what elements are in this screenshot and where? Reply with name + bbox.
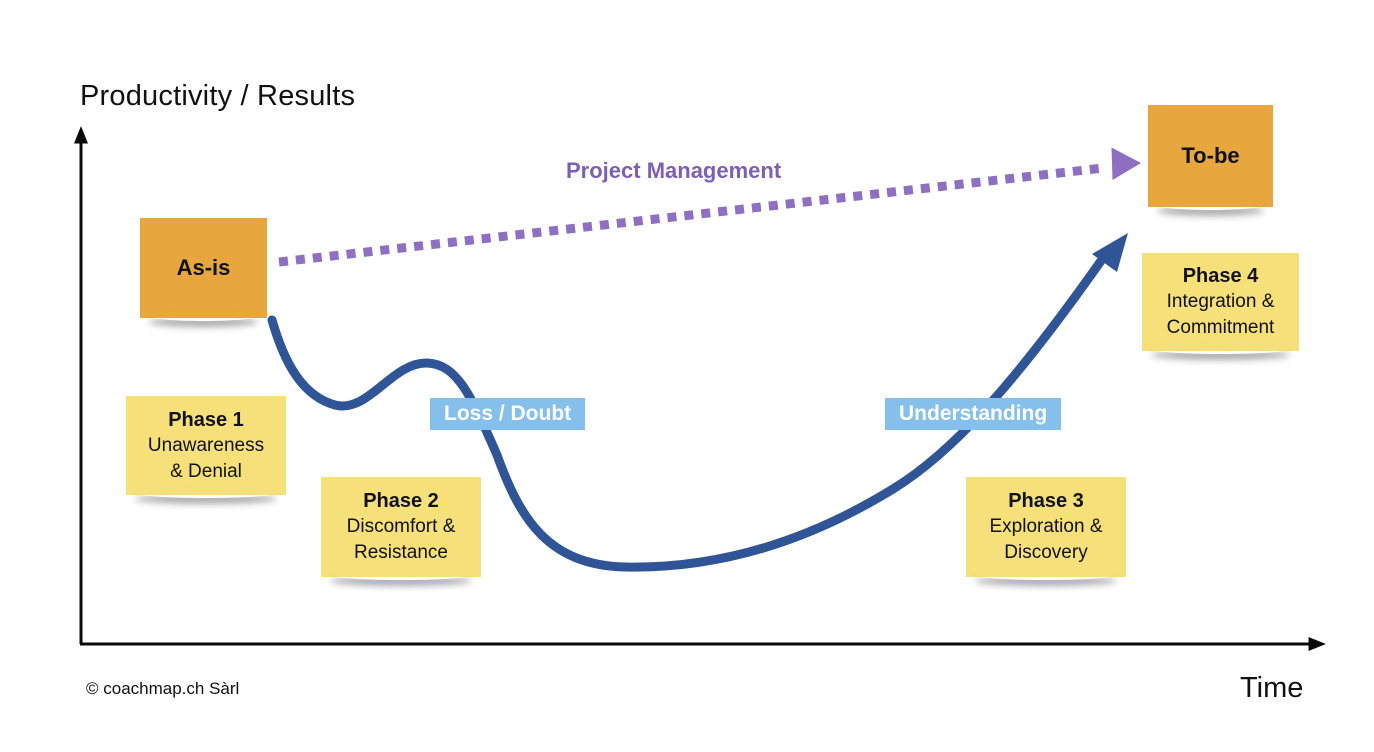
phase-line: Integration & bbox=[1166, 291, 1275, 312]
sticky-note-phase-3: Phase 3 Exploration & Discovery bbox=[966, 477, 1126, 577]
phase-line: Discomfort & bbox=[346, 516, 456, 537]
y-axis-label: Productivity / Results bbox=[80, 80, 356, 112]
sticky-note-phase-2: Phase 2 Discomfort & Resistance bbox=[321, 477, 481, 577]
project-management-label: Project Management bbox=[566, 158, 782, 183]
copyright-notice: © coachmap.ch Sàrl bbox=[86, 679, 240, 698]
sticky-note-to-be: To-be bbox=[1148, 105, 1273, 207]
phase-line: Exploration & bbox=[989, 516, 1103, 537]
sticky-note-label: As-is bbox=[176, 255, 231, 280]
phase-line: Discovery bbox=[1004, 542, 1088, 563]
sticky-note-label: To-be bbox=[1181, 143, 1240, 168]
phase-line: Resistance bbox=[354, 542, 448, 563]
change-curve bbox=[267, 253, 1108, 572]
curve-label-understanding: Understanding bbox=[885, 398, 1062, 430]
sticky-note-as-is: As-is bbox=[140, 218, 267, 318]
project-management-dotted-line bbox=[278, 163, 1104, 267]
phase-title: Phase 4 bbox=[1182, 265, 1259, 287]
phase-title: Phase 2 bbox=[363, 490, 439, 512]
change-curve-arrowhead-icon bbox=[1092, 233, 1128, 272]
phase-line: & Denial bbox=[170, 460, 242, 482]
y-axis-arrowhead-icon bbox=[74, 126, 88, 144]
project-management-arrowhead-icon bbox=[1111, 147, 1141, 180]
phase-line: Commitment bbox=[1166, 317, 1275, 338]
x-axis-arrowhead-icon bbox=[1308, 637, 1326, 651]
x-axis-label: Time bbox=[1240, 672, 1304, 704]
sticky-note-phase-4: Phase 4 Integration & Commitment bbox=[1142, 253, 1299, 351]
phase-title: Phase 3 bbox=[1008, 490, 1084, 512]
phase-line: Unawareness bbox=[147, 434, 265, 456]
sticky-note-phase-1: Phase 1 Unawareness & Denial bbox=[126, 396, 286, 495]
curve-label-loss-doubt: Loss / Doubt bbox=[430, 398, 586, 430]
phase-title: Phase 1 bbox=[168, 408, 244, 431]
